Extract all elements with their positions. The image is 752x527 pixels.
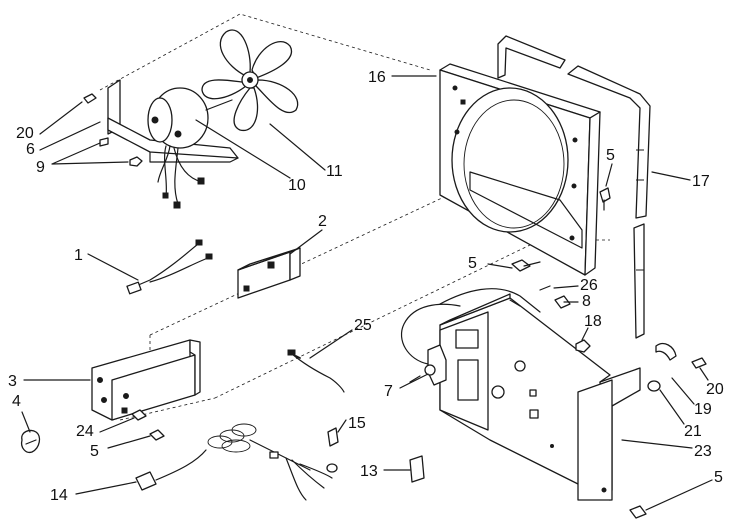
callout-16: 16 — [368, 69, 386, 86]
screws-5 — [511, 187, 611, 272]
callout-5-bottom: 5 — [714, 469, 723, 486]
control-housing-23 — [439, 288, 641, 501]
gasket-side — [567, 65, 651, 219]
gasket-strips — [497, 35, 651, 339]
callout-labels: 20 6 9 10 11 16 5 17 1 2 5 26 8 18 25 3 … — [8, 69, 724, 504]
nut-9b — [129, 156, 143, 167]
callout-1: 1 — [74, 247, 83, 264]
screw-5a — [599, 187, 611, 203]
callout-10: 10 — [288, 177, 306, 194]
knob-4 — [20, 429, 41, 454]
callout-4: 4 — [12, 393, 21, 410]
nut-18 — [575, 339, 591, 353]
callout-14: 14 — [50, 487, 68, 504]
screw-5c — [149, 429, 165, 441]
screw-24 — [131, 409, 147, 421]
callout-26: 26 — [580, 277, 598, 294]
fan-blade — [201, 29, 299, 131]
callout-7: 7 — [384, 383, 393, 400]
callout-11: 11 — [326, 163, 343, 180]
washer-9a — [99, 137, 109, 147]
washer-21 — [647, 380, 661, 392]
callout-17: 17 — [692, 173, 710, 190]
small-parts-right — [326, 285, 707, 519]
power-cord-14 — [135, 423, 333, 501]
wire-25 — [287, 349, 345, 393]
small-parts-left — [20, 409, 165, 454]
wire-harness-1 — [126, 239, 213, 295]
control-bracket-3 — [91, 339, 201, 421]
callout-5-shroud: 5 — [606, 147, 615, 164]
callout-20-right: 20 — [706, 381, 724, 398]
callout-13: 13 — [360, 463, 378, 480]
callout-5-mid: 5 — [468, 255, 477, 272]
callout-18: 18 — [584, 313, 602, 330]
callout-21: 21 — [684, 423, 702, 440]
callout-9: 9 — [36, 159, 45, 176]
callout-24: 24 — [76, 423, 94, 440]
fan-shroud-panel — [439, 63, 601, 276]
screw-8 — [554, 295, 571, 309]
gasket-lower — [633, 223, 645, 339]
callout-6: 6 — [26, 141, 35, 158]
thermostat-7 — [400, 303, 461, 386]
callout-8: 8 — [582, 293, 591, 310]
gasket-top — [497, 35, 566, 79]
callout-2: 2 — [318, 213, 327, 230]
clip-19 — [655, 342, 677, 361]
fan-motor-assembly — [83, 79, 239, 209]
screw-5b — [511, 259, 531, 272]
screw-20 — [83, 93, 97, 104]
screw-20b — [691, 357, 707, 369]
part-13 — [409, 455, 425, 483]
callout-3: 3 — [8, 373, 17, 390]
screw-5d — [629, 505, 647, 519]
callout-23: 23 — [694, 443, 712, 460]
callout-19: 19 — [694, 401, 712, 418]
callout-15: 15 — [348, 415, 366, 432]
relay-2 — [237, 247, 301, 299]
callout-20: 20 — [16, 125, 34, 142]
leader-lines — [21, 75, 713, 511]
screw-15 — [327, 427, 339, 447]
callout-5-left: 5 — [90, 443, 99, 460]
callout-25: 25 — [354, 317, 372, 334]
